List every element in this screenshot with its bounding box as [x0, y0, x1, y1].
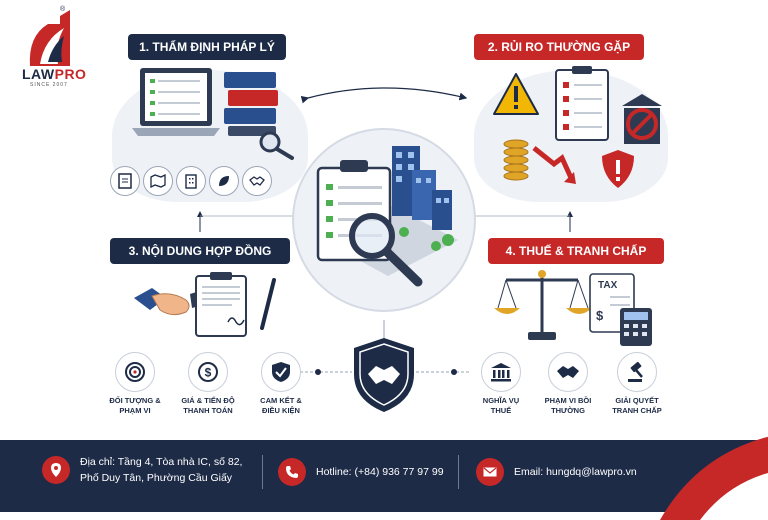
item-doi-tuong: ĐỐI TƯỢNG & PHẠM VI — [100, 352, 170, 416]
section-3-title: 3. NỘI DUNG HỢP ĐỒNG — [110, 238, 290, 264]
location-pin-icon — [42, 456, 70, 484]
brand-since: SINCE 2007 — [30, 82, 68, 88]
item-nghia-vu-thue: NGHĨA VỤ THUẾ — [470, 352, 532, 416]
footer-email[interactable]: Email: hungdq@lawpro.vn — [476, 458, 637, 486]
item-label-line1: GIÁ & TIẾN ĐỘ — [181, 396, 235, 405]
section-3-items: ĐỐI TƯỢNG & PHẠM VI $ GIÁ & TIẾN ĐỘ THAN… — [100, 352, 320, 416]
item-giai-quyet-tranh-chap: GIẢI QUYẾT TRANH CHẤP — [604, 352, 670, 416]
section-1-icons — [110, 166, 272, 196]
shield-check-icon — [261, 352, 301, 392]
svg-text:$: $ — [596, 308, 604, 323]
item-label-line2: ĐIỀU KIỆN — [262, 406, 300, 415]
map-icon — [143, 166, 173, 196]
email-icon — [476, 458, 504, 486]
item-label-line1: CAM KẾT & — [260, 396, 302, 405]
connector-lines — [197, 87, 573, 375]
handshake-icon — [548, 352, 588, 392]
phone-icon — [278, 458, 306, 486]
brand-name: LAWPRO — [22, 66, 87, 82]
footer-hotline[interactable]: Hotline: (+84) 936 77 97 99 — [278, 458, 444, 486]
footer — [0, 440, 768, 512]
laptop-documents-illustration — [132, 68, 294, 160]
footer-divider — [458, 455, 459, 489]
tax-label: TAX — [598, 280, 618, 291]
tax-scale-illustration: TAX $ — [494, 270, 652, 346]
hotline-text: Hotline: (+84) 936 77 97 99 — [316, 466, 444, 478]
item-label-line2: PHẠM VI — [119, 406, 151, 415]
shield-handshake-icon — [354, 338, 414, 412]
footer-accent — [660, 436, 768, 520]
item-label-line2: TRANH CHẤP — [612, 406, 662, 415]
footer-divider — [262, 455, 263, 489]
item-cam-ket: CAM KẾT & ĐIỀU KIỆN — [246, 352, 316, 416]
dollar-icon: $ — [188, 352, 228, 392]
gavel-icon — [617, 352, 657, 392]
section-2-title: 2. RỦI RO THƯỜNG GẶP — [474, 34, 644, 60]
contract-handshake-illustration — [134, 272, 276, 337]
handshake-icon — [242, 166, 272, 196]
item-label-line2: THANH TOÁN — [183, 406, 233, 415]
item-label-line1: NGHĨA VỤ — [482, 396, 520, 405]
target-icon — [115, 352, 155, 392]
item-label-line2: THƯỜNG — [551, 406, 585, 415]
registered-mark: ® — [60, 6, 66, 13]
footer-address: Địa chỉ: Tầng 4, Tòa nhà IC, số 82, Phố … — [42, 454, 242, 486]
central-illustration — [316, 146, 458, 287]
risk-illustration — [493, 66, 662, 188]
document-icon — [110, 166, 140, 196]
svg-text:$: $ — [205, 366, 212, 380]
government-icon — [481, 352, 521, 392]
leaf-icon — [209, 166, 239, 196]
item-label-line2: THUẾ — [490, 406, 512, 415]
lawpro-logo — [29, 10, 70, 66]
building-icon — [176, 166, 206, 196]
item-gia-tien-do: $ GIÁ & TIẾN ĐỘ THANH TOÁN — [168, 352, 248, 416]
section-4-title: 4. THUẾ & TRANH CHẤP — [488, 238, 664, 264]
section-1-title: 1. THẨM ĐỊNH PHÁP LÝ — [128, 34, 286, 60]
item-pham-vi-boi-thuong: PHẠM VI BỒI THƯỜNG — [532, 352, 604, 416]
address-line-1: Địa chỉ: Tầng 4, Tòa nhà IC, số 82, — [80, 456, 243, 468]
item-label-line1: GIẢI QUYẾT — [615, 396, 659, 405]
email-text: Email: hungdq@lawpro.vn — [514, 466, 637, 478]
address-line-2: Phố Duy Tân, Phường Cầu Giấy — [80, 472, 233, 484]
section-4-items: NGHĨA VỤ THUẾ PHẠM VI BỒI THƯỜNG GIẢI QU… — [470, 352, 670, 416]
item-label-line1: PHẠM VI BỒI — [544, 396, 592, 405]
item-label-line1: ĐỐI TƯỢNG & — [109, 396, 161, 405]
